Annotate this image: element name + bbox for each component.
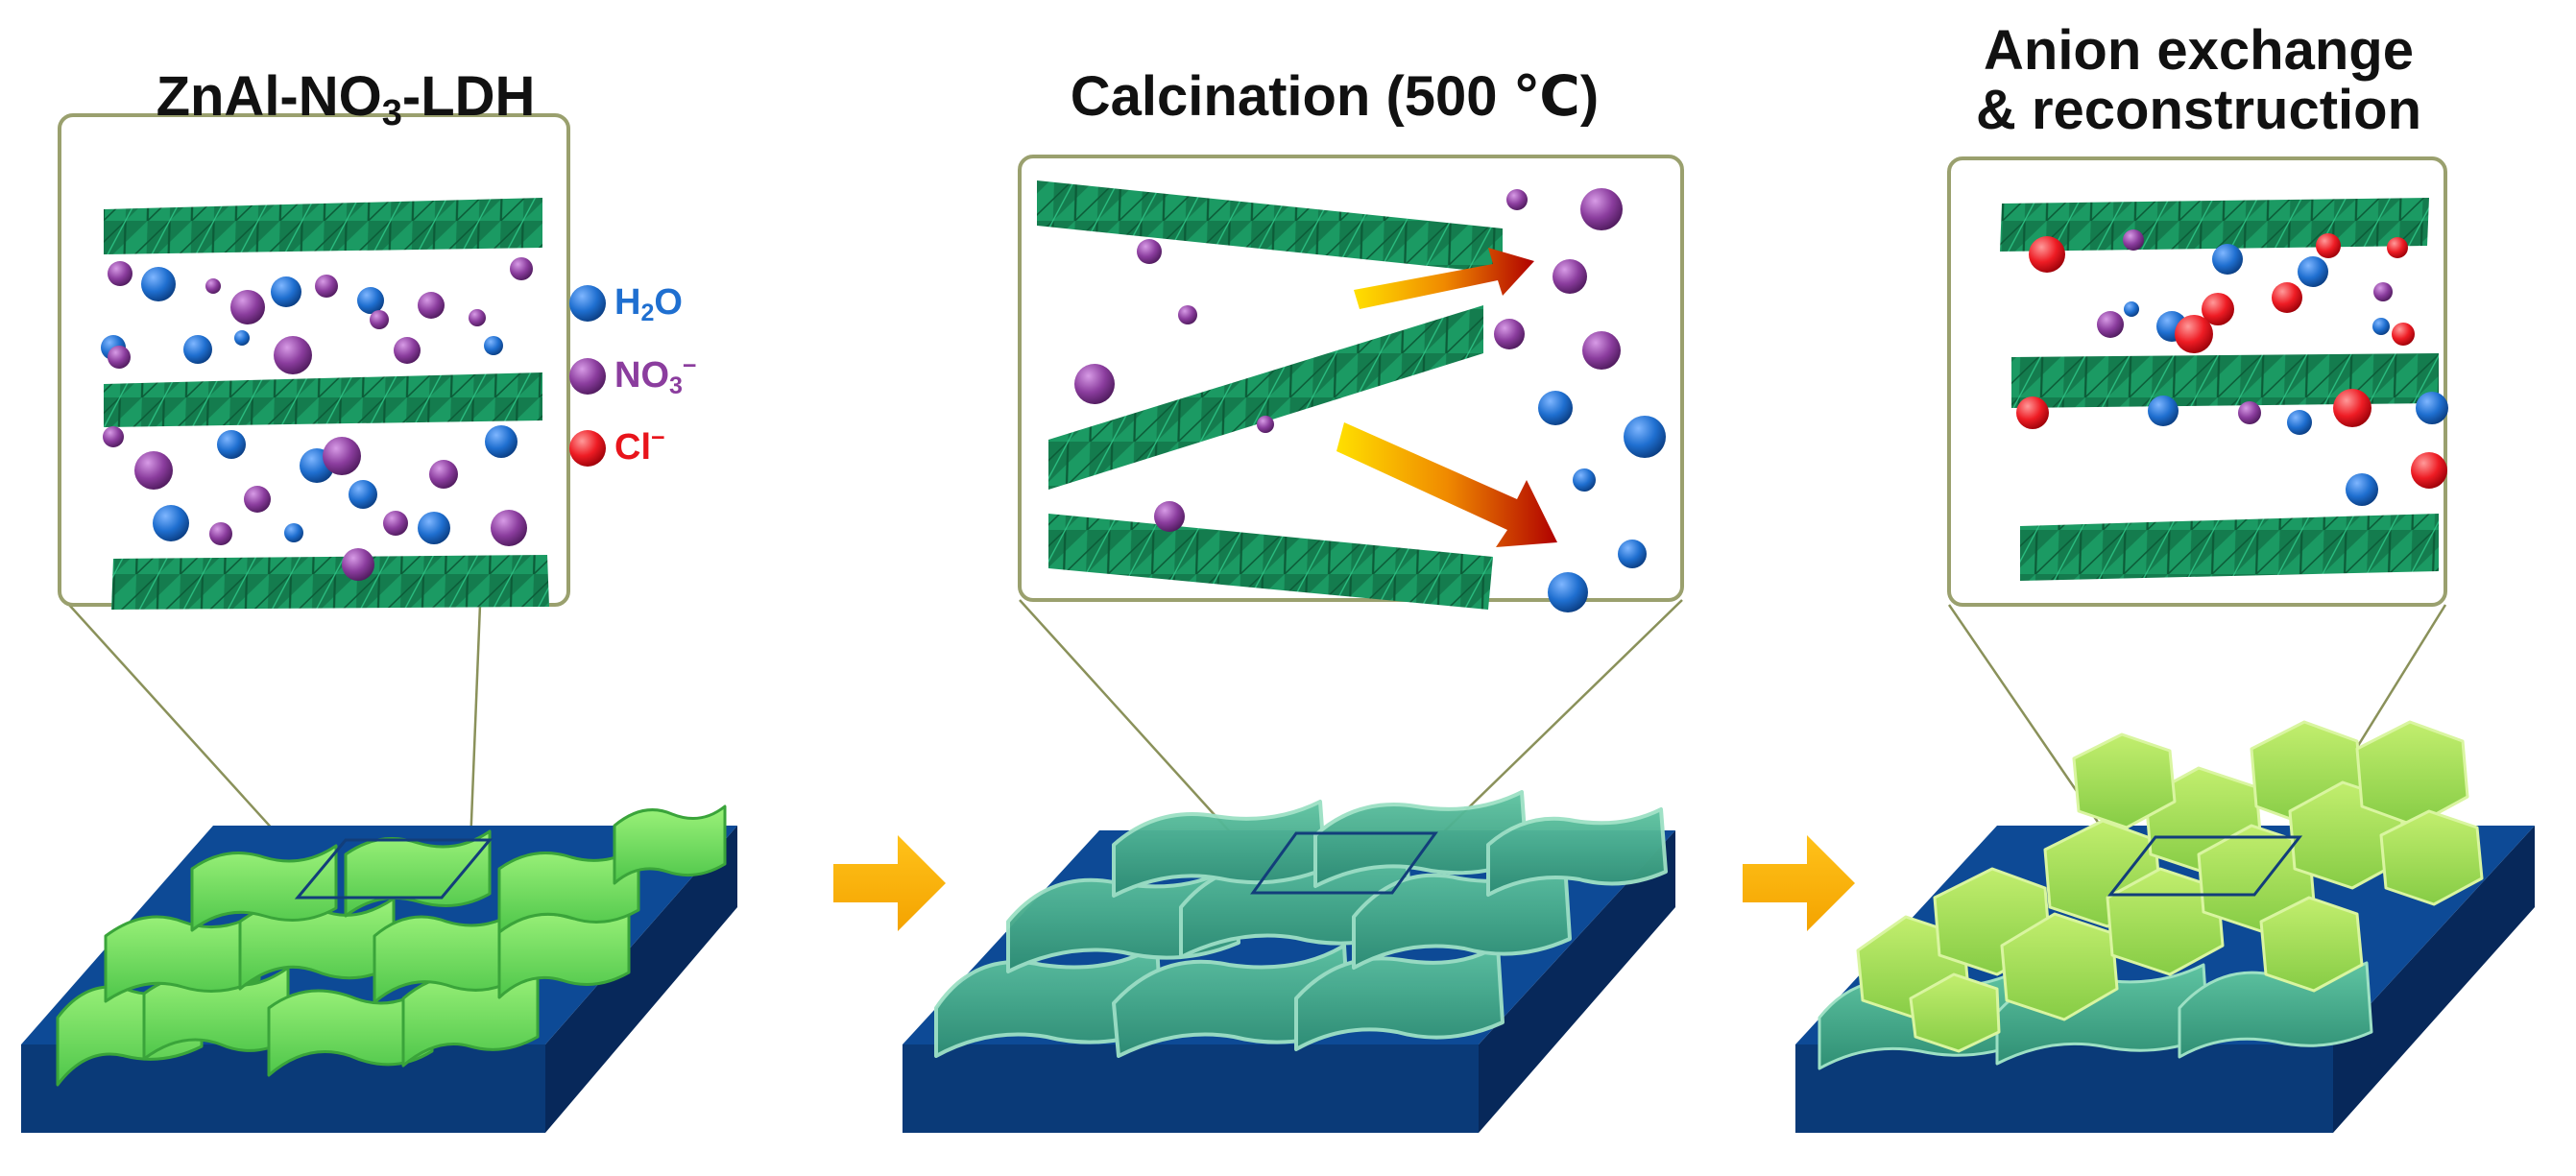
legend-h2o-text-end: O xyxy=(654,282,683,323)
legend-no3-subscript: 3 xyxy=(669,372,683,399)
title-ldh-subscript: 3 xyxy=(381,93,402,133)
legend-cl-label: Cl− xyxy=(614,426,665,468)
legend-no3-marker xyxy=(569,358,606,395)
zoom-region xyxy=(1250,831,1438,895)
ldh-sheet xyxy=(2020,514,2439,581)
released-species xyxy=(1074,188,1666,612)
panel-reconstruction xyxy=(1795,156,2535,1133)
legend-no3-charge: − xyxy=(682,352,697,379)
zoom-region xyxy=(294,838,494,900)
oxide-sheet xyxy=(1037,180,1503,274)
panel-title-calcination: Calcination (500 ℃) xyxy=(1070,65,1600,128)
legend-h2o-label: H2O xyxy=(614,281,683,326)
panel-title-ldh: ZnAl-NO3-LDH xyxy=(115,65,576,132)
legend-h2o-marker xyxy=(569,285,606,322)
ldh-sheet xyxy=(2011,353,2439,408)
ldh-sheet xyxy=(104,198,542,254)
oxide-sheet xyxy=(1048,514,1493,610)
legend xyxy=(569,285,606,467)
title-ldh-part-a: ZnAl-NO xyxy=(156,65,382,128)
ldh-sheet xyxy=(111,555,549,610)
process-arrow xyxy=(1743,835,1855,931)
substrate-ldh xyxy=(21,804,737,1133)
substrate-oxide xyxy=(903,790,1675,1133)
interlayer-species xyxy=(101,257,533,581)
heat-arrow xyxy=(1354,248,1534,309)
oxide-sheet xyxy=(1048,305,1483,490)
legend-cl-charge: − xyxy=(651,424,665,451)
legend-cl-marker xyxy=(569,430,606,467)
panel-title-reconstruction-line2: & reconstruction xyxy=(1975,79,2422,141)
zoom-line xyxy=(1434,599,1683,841)
heat-arrow xyxy=(1336,422,1557,547)
legend-cl-text: Cl xyxy=(614,427,651,468)
panel-ldh xyxy=(21,113,737,1133)
legend-h2o-text: H xyxy=(614,282,641,323)
zoom-region xyxy=(2107,835,2303,897)
process-arrow xyxy=(833,835,946,931)
panel-calcination xyxy=(903,155,1684,1133)
zoom-line xyxy=(469,604,482,846)
legend-no3-text: NO xyxy=(614,355,669,396)
interlayer-species xyxy=(2016,229,2448,506)
title-ldh-part-b: -LDH xyxy=(401,65,536,128)
substrate-reconstructed xyxy=(1795,720,2535,1133)
legend-no3-label: NO3− xyxy=(614,352,697,399)
panel-title-reconstruction-line1: Anion exchange xyxy=(1984,19,2414,82)
legend-h2o-subscript: 2 xyxy=(640,300,655,326)
ldh-sheet xyxy=(104,372,542,427)
ldh-sheet xyxy=(2000,198,2429,252)
